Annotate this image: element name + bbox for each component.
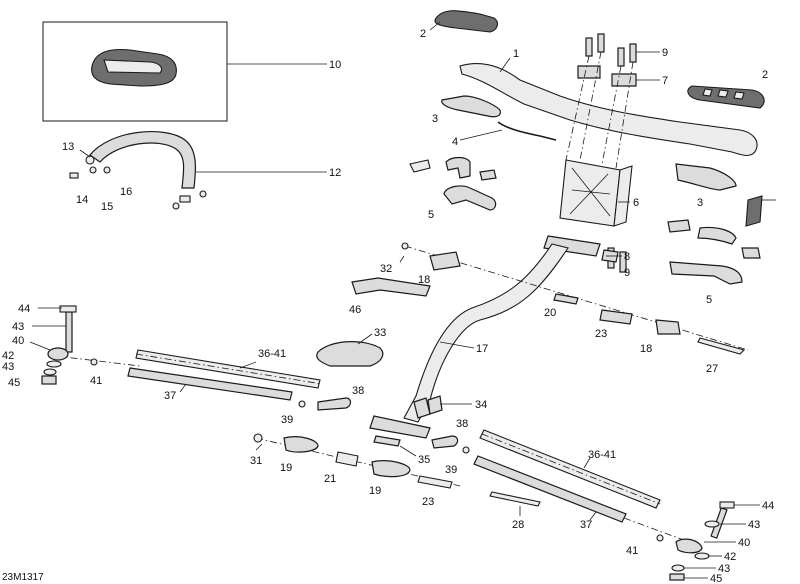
callout-43-right-bottom: 43 <box>718 563 730 575</box>
callout-44-left: 44 <box>18 303 30 315</box>
left-tie-rod-end-hardware <box>41 305 98 385</box>
tie-rod-37-right-part <box>473 455 627 523</box>
elbow-right-part <box>667 219 761 285</box>
bar-end-right-part <box>675 163 737 191</box>
callout-43-left-top: 43 <box>12 321 24 333</box>
callout-35: 35 <box>418 454 430 466</box>
tie-rod-lower-part <box>479 429 661 509</box>
tie-rod-upper-part <box>135 349 323 389</box>
callout-6: 6 <box>633 197 639 209</box>
handlebar-pad-part <box>91 48 177 87</box>
callout-8: 8 <box>624 251 630 263</box>
callout-5-right: 5 <box>706 294 712 306</box>
callout-39-right: 39 <box>445 464 457 476</box>
callout-27: 27 <box>706 363 718 375</box>
small-hardware-13-16 <box>69 155 207 210</box>
callout-9-bottom: 9 <box>624 267 630 279</box>
callout-42-right: 42 <box>724 551 736 563</box>
ball-joint-right-part <box>431 435 470 454</box>
handlebar-part <box>459 63 758 157</box>
callout-20: 20 <box>544 307 556 319</box>
callout-42-left: 42 <box>2 350 14 362</box>
bar-end-left-part <box>441 95 501 118</box>
callout-36-41-lower: 36-41 <box>588 449 616 461</box>
callout-15: 15 <box>101 201 113 213</box>
callout-45-right: 45 <box>710 573 722 584</box>
callout-34: 34 <box>475 399 487 411</box>
callout-46: 46 <box>349 304 361 316</box>
callout-2-top: 2 <box>420 28 426 40</box>
lower-bearing-parts <box>253 433 453 489</box>
right-tie-rod-end-hardware <box>656 501 735 581</box>
callout-37-left: 37 <box>164 390 176 402</box>
callout-38-right: 38 <box>456 418 468 430</box>
callout-14: 14 <box>76 194 88 206</box>
callout-5-left: 5 <box>428 209 434 221</box>
upper-bearing-parts <box>401 242 746 355</box>
drawing-code: 23M1317 <box>2 572 44 583</box>
ball-joint-left-part <box>298 397 352 411</box>
callout-43-left-bottom: 43 <box>2 361 14 373</box>
callout-3-right: 3 <box>697 197 703 209</box>
callout-36-41-upper: 36-41 <box>258 348 286 360</box>
steering-loop-part <box>89 130 197 189</box>
callout-10: 10 <box>329 59 341 71</box>
callout-23-top: 23 <box>595 328 607 340</box>
callout-13: 13 <box>62 141 74 153</box>
callout-33: 33 <box>374 327 386 339</box>
callout-28: 28 <box>512 519 524 531</box>
grip-top-part <box>434 10 499 33</box>
callout-2-right: 2 <box>762 69 768 81</box>
elbow-left-part <box>409 156 497 211</box>
callout-41-right: 41 <box>626 545 638 557</box>
callout-19-right: 19 <box>369 485 381 497</box>
callout-18-right: 18 <box>640 343 652 355</box>
callout-17: 17 <box>476 343 488 355</box>
riser-block-part <box>559 159 633 227</box>
callout-43-right-top: 43 <box>748 519 760 531</box>
callout-3-left: 3 <box>432 113 438 125</box>
bar-clamp-caps-part <box>577 65 637 87</box>
callout-45-left: 45 <box>8 377 20 389</box>
callout-21: 21 <box>324 473 336 485</box>
callout-31: 31 <box>250 455 262 467</box>
callout-12: 12 <box>329 167 341 179</box>
cover-plate-part <box>316 341 384 367</box>
callout-19-left: 19 <box>280 462 292 474</box>
callout-4: 4 <box>452 136 458 148</box>
callout-1: 1 <box>513 48 519 60</box>
callout-23-bottom: 23 <box>422 496 434 508</box>
callout-41-left: 41 <box>90 375 102 387</box>
callout-7: 7 <box>662 75 668 87</box>
callout-40-right: 40 <box>738 537 750 549</box>
bracket-part <box>351 277 431 297</box>
grip-right-part <box>687 85 765 109</box>
tie-rod-37-left-part <box>127 367 293 401</box>
callout-44-right: 44 <box>762 500 774 512</box>
steering-column-part <box>369 243 569 439</box>
inset-box <box>42 21 228 122</box>
callout-32: 32 <box>380 263 392 275</box>
callout-16: 16 <box>120 186 132 198</box>
callout-38-left: 38 <box>352 385 364 397</box>
callout-9-top: 9 <box>662 47 668 59</box>
callout-18-top: 18 <box>418 274 430 286</box>
callout-40-left: 40 <box>12 335 24 347</box>
steering-arm-part <box>373 395 443 447</box>
callout-37-right: 37 <box>580 519 592 531</box>
callout-39-left: 39 <box>281 414 293 426</box>
